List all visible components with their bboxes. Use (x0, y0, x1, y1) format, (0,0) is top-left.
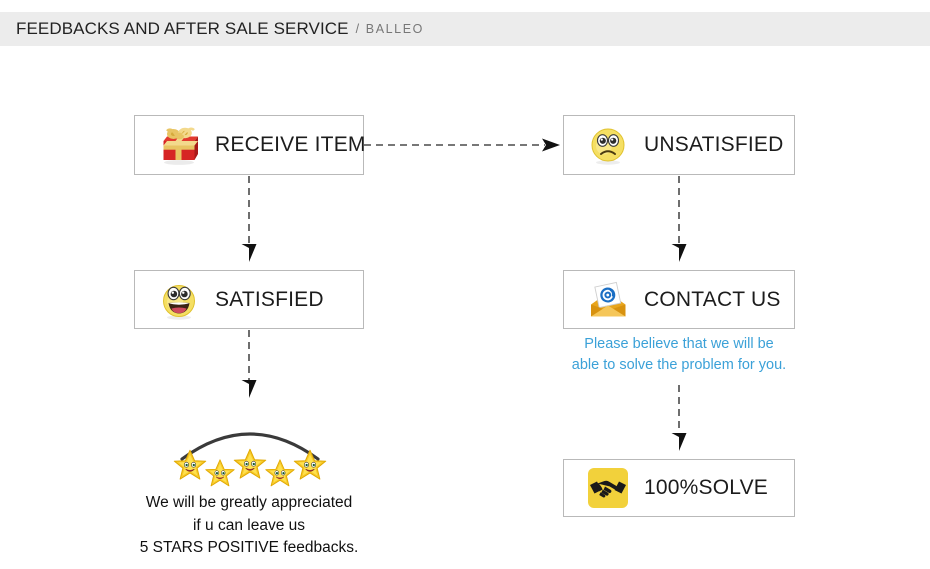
star-2 (205, 459, 235, 487)
contact-us-note: Please believe that we will be able to s… (538, 334, 820, 376)
star-4 (265, 459, 295, 487)
star-5 (293, 449, 327, 480)
arc-divider-icon (180, 432, 320, 461)
flow-box-unsatisfied[interactable]: UNSATISFIED (563, 115, 795, 175)
flow-box-contact-us[interactable]: CONTACT US (563, 270, 795, 329)
sad-face-icon (586, 123, 630, 167)
happy-face-icon (157, 278, 201, 322)
connector-contact-to-solve (664, 385, 694, 453)
flow-box-solve[interactable]: 100%SOLVE (563, 459, 795, 517)
handshake-icon (586, 466, 630, 510)
flow-box-label: UNSATISFIED (644, 133, 784, 156)
email-envelope-icon (586, 278, 630, 322)
feedback-note-line-3: 5 STARS POSITIVE feedbacks. (139, 539, 359, 556)
flow-box-label: RECEIVE ITEM (215, 133, 366, 156)
feedback-note-line-2: if u can leave us (192, 516, 305, 534)
connector-receive-to-unsatisfied (364, 130, 564, 160)
feedback-note-line-1: We will be greatly appreciated (145, 494, 353, 511)
page-subtitle-brand: / BALLEO (355, 22, 424, 36)
connector-receive-to-satisfied (234, 176, 264, 264)
page-title: FEEDBACKS AND AFTER SALE SERVICE (16, 19, 349, 38)
star-3 (233, 448, 267, 479)
gift-box-icon (157, 123, 201, 167)
star-1 (173, 449, 207, 480)
flow-box-label: 100%SOLVE (644, 476, 768, 499)
flow-box-label: CONTACT US (644, 287, 781, 311)
connector-unsatisfied-to-contact (664, 176, 694, 264)
flow-box-satisfied[interactable]: SATISFIED (134, 270, 364, 329)
connector-satisfied-to-stars (234, 330, 264, 400)
feedback-request-note: We will be greatly appreciated if u can … (108, 492, 390, 560)
contact-note-line-1: Please believe that we will be (584, 336, 774, 352)
contact-note-line-2: able to solve the problem for you. (571, 357, 787, 373)
flow-box-label: SATISFIED (215, 287, 324, 311)
five-star-rating-group (172, 412, 328, 488)
flow-box-receive-item[interactable]: RECEIVE ITEM (134, 115, 366, 175)
page-header-band: FEEDBACKS AND AFTER SALE SERVICE / BALLE… (0, 12, 930, 46)
